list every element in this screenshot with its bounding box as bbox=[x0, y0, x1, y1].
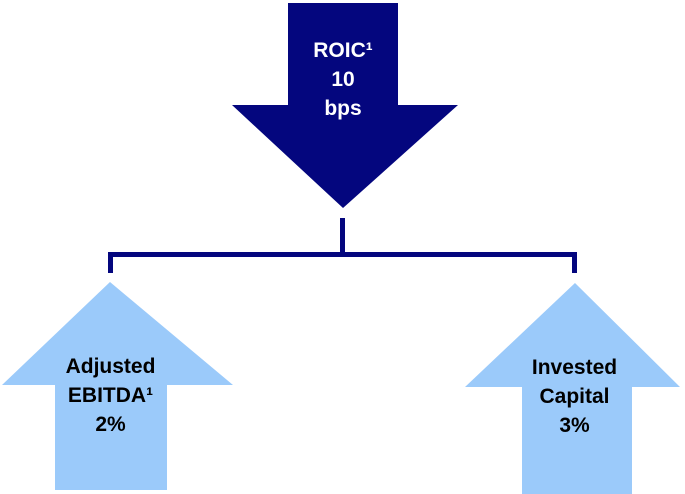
connector-crossbar bbox=[108, 252, 577, 257]
invested-capital-up-arrow: Invested Capital 3% bbox=[465, 283, 680, 494]
roic-unit-line: bps bbox=[324, 97, 362, 120]
adjusted-line: Adjusted bbox=[65, 355, 156, 378]
roic-down-arrow: ROIC¹ 10 bps bbox=[232, 3, 458, 208]
adjusted-ebitda-label: Adjusted EBITDA¹ 2% bbox=[2, 352, 226, 439]
adjusted-ebitda-up-arrow: Adjusted EBITDA¹ 2% bbox=[2, 282, 233, 490]
connector-right-drop bbox=[572, 252, 577, 273]
roic-down-arrow-label: ROIC¹ 10 bps bbox=[232, 36, 456, 123]
ebitda-line: EBITDA¹ bbox=[67, 384, 154, 407]
roic-label-line: ROIC¹ bbox=[313, 39, 373, 62]
invested-line: Invested bbox=[531, 356, 618, 379]
invested-capital-label: Invested Capital 3% bbox=[467, 353, 680, 440]
capital-line: Capital bbox=[539, 385, 610, 408]
roic-value-line: 10 bbox=[331, 68, 355, 91]
ebitda-value-line: 2% bbox=[95, 413, 126, 436]
connector-left-drop bbox=[108, 252, 113, 273]
capital-value-line: 3% bbox=[559, 414, 590, 437]
connector-stem bbox=[340, 218, 345, 254]
